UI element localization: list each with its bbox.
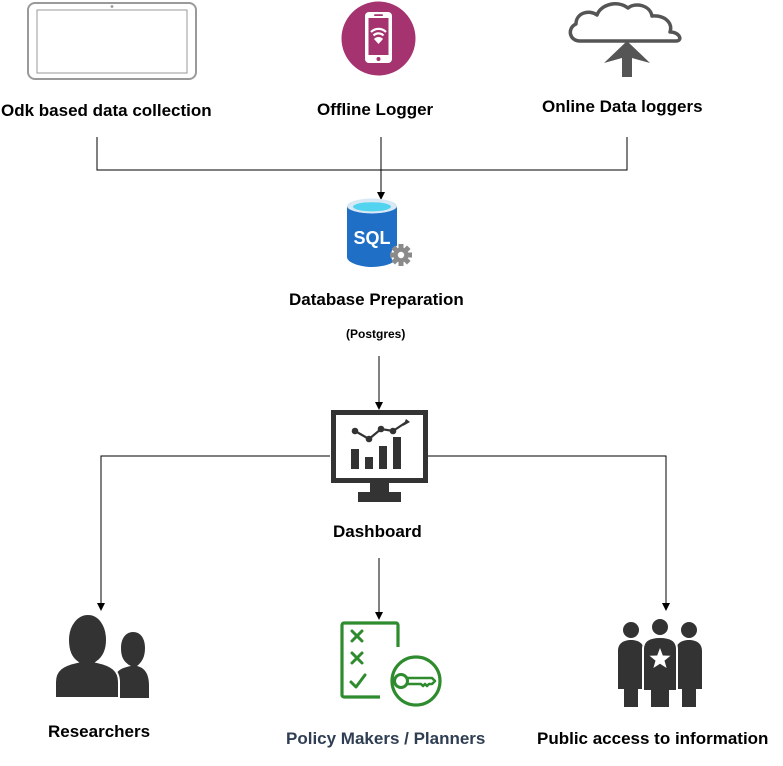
policy-makers-label: Policy Makers / Planners bbox=[286, 729, 486, 748]
group-star-icon bbox=[618, 617, 702, 709]
database-label: Database Preparation bbox=[289, 290, 464, 309]
phone-wifi-icon bbox=[341, 1, 416, 76]
gear-icon bbox=[390, 244, 412, 266]
public-access-label: Public access to information bbox=[537, 729, 769, 748]
online-loggers-label: Online Data loggers bbox=[542, 97, 703, 116]
tablet-label: Odk based data collection bbox=[1, 101, 212, 120]
researchers-label: Researchers bbox=[48, 722, 151, 741]
checklist-key-icon bbox=[340, 621, 442, 707]
dashboard-monitor-icon bbox=[331, 410, 428, 502]
cloud-upload-icon bbox=[568, 2, 682, 77]
sql-database-icon: SQL bbox=[347, 198, 412, 267]
tablet-icon bbox=[27, 2, 197, 80]
researchers-icon bbox=[55, 612, 149, 699]
offline-logger-label: Offline Logger bbox=[317, 100, 434, 119]
tablet-connector bbox=[96, 137, 628, 171]
dashboard-to-public-arrow bbox=[428, 455, 670, 611]
sql-icon-text: SQL bbox=[353, 228, 390, 248]
database-sublabel: (Postgres) bbox=[346, 327, 406, 341]
dashboard-label: Dashboard bbox=[333, 522, 422, 541]
dashboard-to-researchers-arrow bbox=[97, 455, 330, 611]
